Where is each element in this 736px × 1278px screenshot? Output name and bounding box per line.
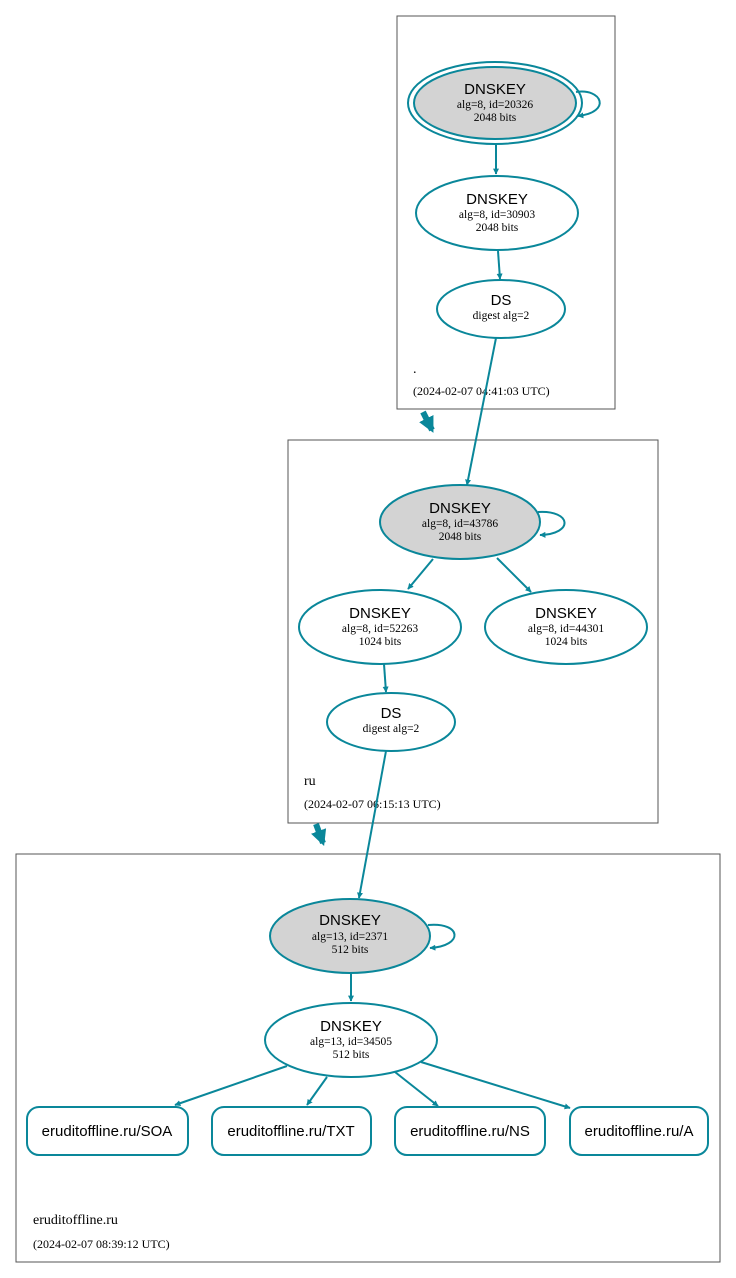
zone-box-root (396, 15, 616, 410)
node-ru-ds[interactable]: DS digest alg=2 (326, 692, 456, 752)
node-detail: alg=8, id=20326 (457, 99, 533, 111)
node-type: DNSKEY (349, 605, 411, 622)
node-type: DNSKEY (320, 1018, 382, 1035)
node-detail: alg=13, id=34505 (310, 1036, 392, 1048)
node-size: 2048 bits (476, 222, 519, 234)
node-ru-zsk-44301[interactable]: DNSKEY alg=8, id=44301 1024 bits (484, 589, 648, 665)
edge-domain-zsk-txt (306, 1076, 328, 1106)
node-size: 1024 bits (545, 636, 588, 648)
node-detail: digest alg=2 (473, 310, 530, 322)
node-size: 1024 bits (359, 636, 402, 648)
zone-name-ru: ru (304, 774, 316, 789)
node-root-ksk[interactable]: DNSKEY alg=8, id=20326 2048 bits (407, 61, 583, 145)
node-type: DNSKEY (466, 191, 528, 208)
node-root-zsk[interactable]: DNSKEY alg=8, id=30903 2048 bits (415, 175, 579, 251)
node-type: DS (491, 292, 512, 309)
node-detail: alg=8, id=43786 (422, 518, 498, 530)
rrset-soa[interactable]: eruditoffline.ru/SOA (26, 1106, 189, 1156)
node-detail: alg=8, id=30903 (459, 209, 535, 221)
node-detail: alg=8, id=52263 (342, 623, 418, 635)
node-detail: alg=13, id=2371 (312, 931, 388, 943)
rrset-ns[interactable]: eruditoffline.ru/NS (394, 1106, 546, 1156)
node-type: DNSKEY (535, 605, 597, 622)
node-ru-zsk-52263[interactable]: DNSKEY alg=8, id=52263 1024 bits (298, 589, 462, 665)
delegation-arrow-ru-domain (311, 822, 327, 847)
edge-domain-zsk-a (420, 1061, 571, 1110)
edge-root-ds-ru-ksk (465, 337, 497, 486)
node-domain-ksk[interactable]: DNSKEY alg=13, id=2371 512 bits (269, 898, 431, 974)
node-size: 512 bits (333, 1049, 370, 1061)
zone-name-root: . (413, 362, 417, 377)
node-type: DS (381, 705, 402, 722)
zone-timestamp-domain: (2024-02-07 08:39:12 UTC) (33, 1237, 170, 1251)
node-root-ds[interactable]: DS digest alg=2 (436, 279, 566, 339)
node-detail: alg=8, id=44301 (528, 623, 604, 635)
rrset-a[interactable]: eruditoffline.ru/A (569, 1106, 709, 1156)
edge-ru-ksk-zsk1 (407, 558, 434, 590)
edge-ru-ds-domain-ksk (357, 750, 387, 899)
self-loop-ru-ksk (537, 510, 566, 538)
zone-name-domain: eruditoffline.ru (33, 1213, 118, 1228)
rrset-label: eruditoffline.ru/SOA (42, 1123, 173, 1140)
node-detail: digest alg=2 (363, 723, 420, 735)
zone-timestamp-ru: (2024-02-07 06:15:13 UTC) (304, 797, 441, 811)
rrset-label: eruditoffline.ru/A (585, 1123, 694, 1140)
rrset-label: eruditoffline.ru/NS (410, 1123, 530, 1140)
node-domain-zsk[interactable]: DNSKEY alg=13, id=34505 512 bits (264, 1002, 438, 1078)
delegation-arrow-root-ru (419, 410, 435, 433)
edge-domain-zsk-soa (174, 1065, 288, 1107)
rrset-label: eruditoffline.ru/TXT (227, 1123, 354, 1140)
node-size: 512 bits (332, 944, 369, 956)
node-size: 2048 bits (474, 112, 517, 124)
node-type: DNSKEY (319, 912, 381, 929)
self-loop-root-ksk (575, 90, 601, 119)
edge-domain-zsk-ns (394, 1071, 439, 1107)
node-type: DNSKEY (429, 500, 491, 517)
node-ru-ksk[interactable]: DNSKEY alg=8, id=43786 2048 bits (379, 484, 541, 560)
self-loop-domain-ksk (427, 923, 456, 951)
zone-timestamp-root: (2024-02-07 04:41:03 UTC) (413, 384, 550, 398)
edge-ru-ksk-zsk2 (496, 557, 532, 593)
edge-ru-zsk1-ds (382, 663, 389, 693)
rrset-txt[interactable]: eruditoffline.ru/TXT (211, 1106, 372, 1156)
node-size: 2048 bits (439, 531, 482, 543)
edge-root-zsk-ds (496, 250, 503, 280)
zone-box-ru (287, 439, 659, 824)
node-type: DNSKEY (464, 81, 526, 98)
